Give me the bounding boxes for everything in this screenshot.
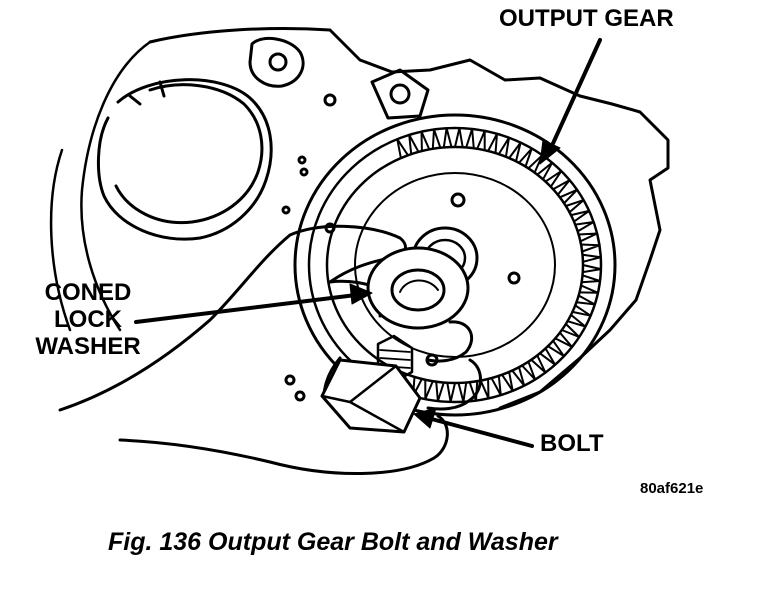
output-gear-leader [548,38,602,152]
snap-ring [96,78,273,241]
coned-label-line-1: CONED [44,279,132,306]
washer-leader [134,293,358,324]
output-gear-label: OUTPUT GEAR [499,5,674,32]
bolt-label: BOLT [540,430,604,457]
bolt [320,334,422,434]
figure-caption: Fig. 136 Output Gear Bolt and Washer [108,528,558,556]
housing [148,27,670,410]
coned-lock-washer [366,246,470,330]
figure-id: 80af621e [640,480,704,497]
coned-lock-washer-label: CONED LOCK WASHER [18,279,158,360]
coned-label-line-2: LOCK [54,306,122,333]
gear-tooth-path [396,127,602,403]
coned-label-line-3: WASHER [35,333,141,360]
gear-teeth [396,127,602,403]
hand [58,224,407,412]
bolt-leader [426,416,534,448]
